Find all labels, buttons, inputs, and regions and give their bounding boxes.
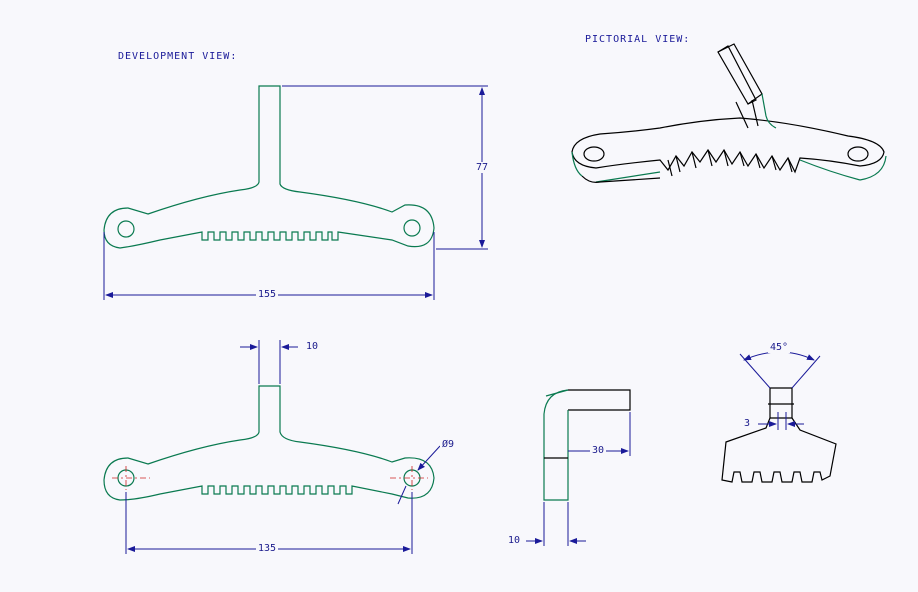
dim-label-10-thickness: 10 [506, 535, 523, 546]
dim-label-135: 135 [256, 543, 279, 554]
dim-label-10-stem: 10 [304, 341, 321, 352]
dimension-3 [758, 412, 804, 430]
dimension-10-thickness [526, 502, 586, 546]
dimension-10-stem [240, 340, 298, 384]
center-lines [112, 466, 428, 490]
dimension-dia-9 [397, 445, 441, 505]
development-view-part [103, 85, 435, 249]
dim-label-155: 155 [256, 289, 279, 300]
front-view-part [103, 385, 435, 501]
pictorial-view-title: PICTORIAL VIEW: [585, 34, 691, 45]
pictorial-view-part [571, 43, 887, 183]
dim-label-77: 77 [474, 162, 491, 173]
dim-label-3: 3 [742, 418, 753, 429]
detail-view-part [721, 387, 837, 483]
side-view-part [543, 389, 631, 501]
dim-label-dia-9: Ø9 [440, 439, 457, 450]
dimension-45-deg [739, 351, 821, 389]
dim-label-45: 45° [768, 342, 791, 353]
development-view-title: DEVELOPMENT VIEW: [118, 51, 238, 62]
dimension-77 [282, 85, 488, 250]
dim-label-30: 30 [590, 445, 607, 456]
